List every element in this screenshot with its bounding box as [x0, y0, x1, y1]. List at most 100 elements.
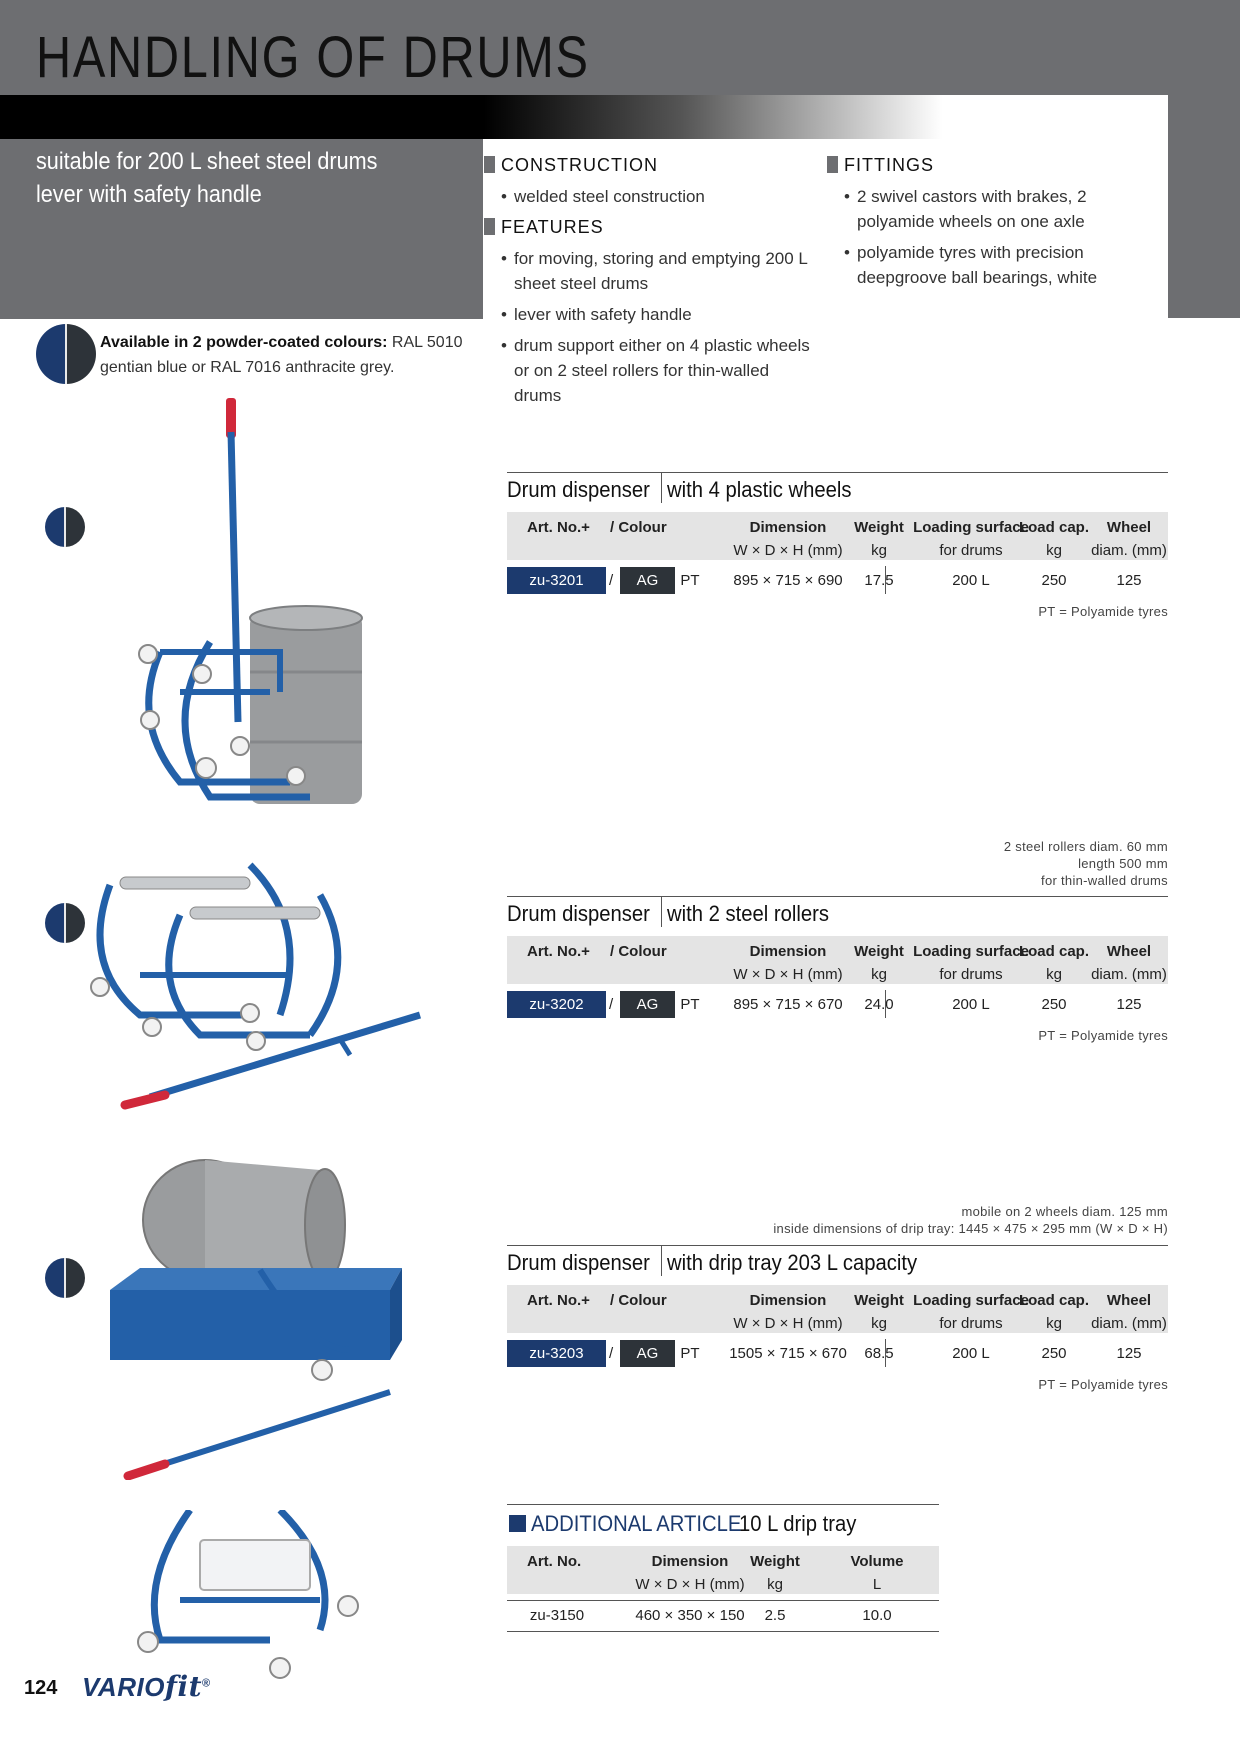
- product-footnote: PT = Polyamide tyres: [1038, 604, 1168, 619]
- product-notes: 2 steel rollers diam. 60 mm length 500 m…: [700, 838, 1168, 889]
- tyre-code: PT: [680, 1345, 700, 1362]
- subtitle-line: suitable for 200 L sheet steel drums: [36, 148, 378, 175]
- colour-dot: [45, 1258, 85, 1298]
- logo-vario: VARIO: [82, 1672, 165, 1702]
- colour-slash: /: [609, 1345, 614, 1362]
- product-zu-3203: Drum dispenser with drip tray 203 L capa…: [507, 1245, 1168, 1392]
- additional-article: ADDITIONAL ARTICLE 10 L drip tray Art. N…: [507, 1504, 939, 1632]
- col-colour: / Colour: [610, 1292, 667, 1309]
- load-cap-value: 250: [1041, 996, 1067, 1013]
- art-no[interactable]: zu-3201: [507, 567, 606, 594]
- dimension-value: 895 × 715 × 690: [733, 572, 843, 589]
- product-footnote: PT = Polyamide tyres: [1038, 1377, 1168, 1392]
- product-footnote: PT = Polyamide tyres: [1038, 1028, 1168, 1043]
- col-colour: / Colour: [610, 943, 667, 960]
- loading-value: 200 L: [952, 996, 990, 1013]
- note-line: for thin-walled drums: [1041, 873, 1168, 888]
- dimension-value: 895 × 715 × 670: [733, 996, 843, 1013]
- list-item: polyamide tyres with precision deepgroov…: [844, 240, 1164, 290]
- section-square-icon: [827, 156, 838, 173]
- intro-panel: [0, 139, 483, 319]
- drum-dispenser-rollers-image: [90, 862, 422, 1110]
- col-load-cap: Load cap.kg: [1018, 1292, 1089, 1332]
- features-list: for moving, storing and emptying 200 L s…: [501, 246, 816, 414]
- art-no[interactable]: zu-3202: [507, 991, 606, 1018]
- list-item: welded steel construction: [501, 184, 801, 209]
- loading-value: 200 L: [952, 572, 990, 589]
- logo-registered: ®: [202, 1677, 211, 1690]
- table-row: zu-3150 460 × 350 × 150 2.5 10.0: [507, 1600, 939, 1632]
- fittings-list: 2 swivel castors with brakes, 2 polyamid…: [844, 184, 1164, 296]
- intro-subtitle: suitable for 200 L sheet steel drums lev…: [36, 145, 432, 211]
- weight-value: 17.5: [864, 572, 894, 589]
- page-number: 124: [24, 1677, 58, 1699]
- product-heading: Drum dispenser with drip tray 203 L capa…: [507, 1245, 1168, 1285]
- availability-note: Available in 2 powder-coated colours: RA…: [100, 330, 480, 380]
- col-art-no: Art. No.: [527, 1553, 582, 1570]
- art-no[interactable]: zu-3203: [507, 1340, 606, 1367]
- construction-heading: CONSTRUCTION: [484, 155, 658, 176]
- header-gradient-bar: [0, 95, 1240, 139]
- col-art-no: Art. No.+: [527, 1292, 590, 1309]
- weight-value: 24.0: [864, 996, 894, 1013]
- list-item: for moving, storing and emptying 200 L s…: [501, 246, 816, 296]
- tyre-code: PT: [680, 572, 700, 589]
- table-row: zu-3203 / AG PT 1505 × 715 × 670 68.5 20…: [507, 1339, 1168, 1371]
- section-square-icon: [509, 1515, 526, 1532]
- loading-value: 200 L: [952, 1345, 990, 1362]
- product-name: Drum dispenser: [507, 1250, 650, 1275]
- construction-heading-text: CONSTRUCTION: [501, 155, 658, 175]
- colour-code[interactable]: AG: [620, 567, 675, 594]
- dimension-value: 460 × 350 × 150: [635, 1607, 745, 1624]
- colour-slash: /: [609, 996, 614, 1013]
- variofit-logo: VARIOfit®: [82, 1670, 211, 1703]
- product-notes: mobile on 2 wheels diam. 125 mm inside d…: [700, 1203, 1168, 1237]
- colour-code[interactable]: AG: [620, 1340, 675, 1367]
- weight-value: 2.5: [764, 1607, 786, 1624]
- load-cap-value: 250: [1041, 572, 1067, 589]
- drum-dispenser-wheels-image: [138, 398, 363, 804]
- subtitle-line: lever with safety handle: [36, 181, 262, 208]
- art-no[interactable]: zu-3150: [529, 1607, 585, 1624]
- additional-name: 10 L drip tray: [739, 1511, 857, 1536]
- section-square-icon: [484, 156, 495, 173]
- availability-bold: Available in 2 powder-coated colours:: [100, 334, 388, 351]
- col-load-cap: Load cap.kg: [1018, 943, 1089, 983]
- product-variant: with 2 steel rollers: [667, 901, 829, 926]
- section-square-icon: [484, 218, 495, 235]
- right-grey-panel: [1168, 95, 1240, 318]
- header-band: [0, 0, 1240, 95]
- table-row: zu-3201 / AG PT 895 × 715 × 690 17.5 200…: [507, 566, 1168, 598]
- list-item: 2 swivel castors with brakes, 2 polyamid…: [844, 184, 1164, 234]
- additional-heading: ADDITIONAL ARTICLE 10 L drip tray: [507, 1504, 939, 1546]
- product-zu-3201: Drum dispenser with 4 plastic wheels Art…: [507, 472, 1168, 619]
- product-zu-3202: Drum dispenser with 2 steel rollers Art.…: [507, 896, 1168, 1043]
- product-variant: with drip tray 203 L capacity: [667, 1250, 918, 1275]
- additional-title: ADDITIONAL ARTICLE: [531, 1511, 742, 1536]
- colour-badge: [36, 324, 96, 384]
- load-cap-value: 250: [1041, 1345, 1067, 1362]
- drum-dispenser-drip-tray-image: [110, 1159, 402, 1480]
- col-load-cap: Load cap.kg: [1018, 519, 1089, 559]
- product-heading: Drum dispenser with 4 plastic wheels: [507, 472, 1168, 512]
- logo-fit: fit: [164, 1670, 203, 1703]
- dimension-value: 1505 × 715 × 670: [729, 1345, 847, 1362]
- drip-tray-cart-image: [137, 1510, 359, 1679]
- fittings-heading: FITTINGS: [827, 155, 934, 176]
- table-row: zu-3202 / AG PT 895 × 715 × 670 24.0 200…: [507, 990, 1168, 1022]
- wheel-value: 125: [1116, 996, 1142, 1013]
- colour-code[interactable]: AG: [620, 991, 675, 1018]
- colour-dot: [45, 903, 85, 943]
